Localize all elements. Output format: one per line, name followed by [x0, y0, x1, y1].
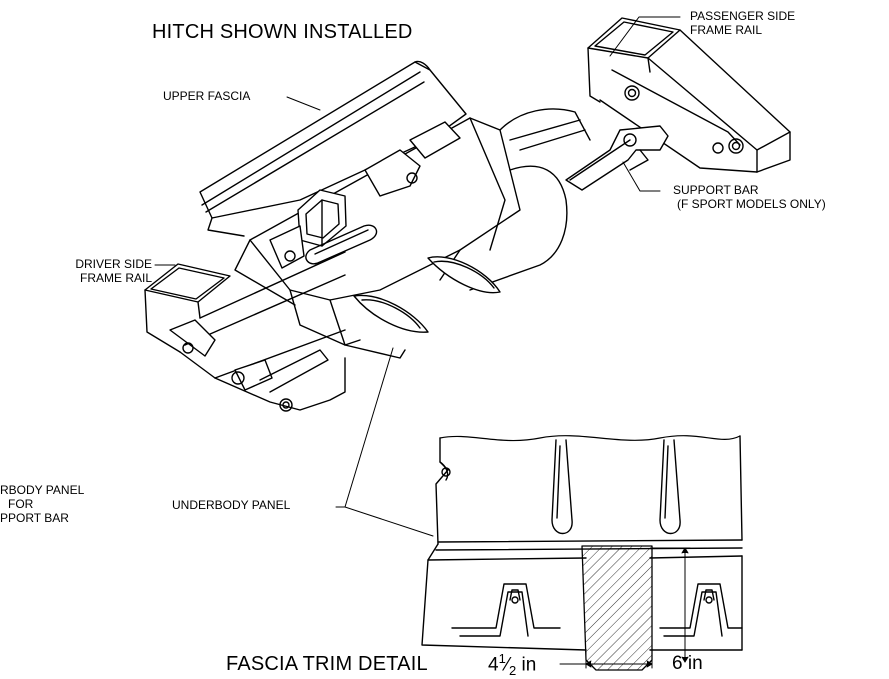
width-numerator: 1: [498, 651, 506, 666]
driver-rail-label-2: FRAME RAIL: [79, 271, 152, 285]
support-bar-part: [565, 125, 669, 191]
support-bar-label-1: SUPPORT BAR: [673, 183, 759, 197]
width-whole: 4: [488, 654, 499, 676]
installed-title: HITCH SHOWN INSTALLED: [152, 21, 413, 43]
trim-cut-area: [581, 545, 653, 671]
driver-rail-label-1: DRIVER SIDE: [75, 257, 152, 271]
width-unit: in: [521, 654, 537, 676]
driver-frame-rail-part: [144, 251, 346, 412]
leader-lines: [154, 16, 681, 537]
hitch-receiver-body: [234, 108, 591, 359]
width-denominator: 2: [509, 663, 517, 679]
upper-fascia-label: UPPER FASCIA: [163, 89, 251, 103]
dimension-lines: [559, 547, 691, 669]
underbody-panel-label: UNDERBODY PANEL: [172, 498, 291, 512]
underbody-trim-label-2: FOR: [8, 497, 34, 511]
height-dimension-label: 6 in: [672, 653, 703, 674]
passenger-rail-label-2: FRAME RAIL: [690, 23, 763, 37]
fascia-trim-detail-part: [421, 435, 743, 651]
passenger-rail-label-1: PASSENGER SIDE: [690, 9, 796, 23]
underbody-trim-label-1: RBODY PANEL: [0, 483, 85, 497]
underbody-trim-label-3: PPORT BAR: [0, 511, 69, 525]
passenger-frame-rail-part: [587, 17, 791, 173]
width-dimension-label: 41⁄2 in: [488, 651, 537, 679]
detail-title: FASCIA TRIM DETAIL: [226, 653, 428, 675]
support-bar-label-2: (F SPORT MODELS ONLY): [677, 197, 826, 211]
upper-fascia-part: [199, 60, 467, 237]
